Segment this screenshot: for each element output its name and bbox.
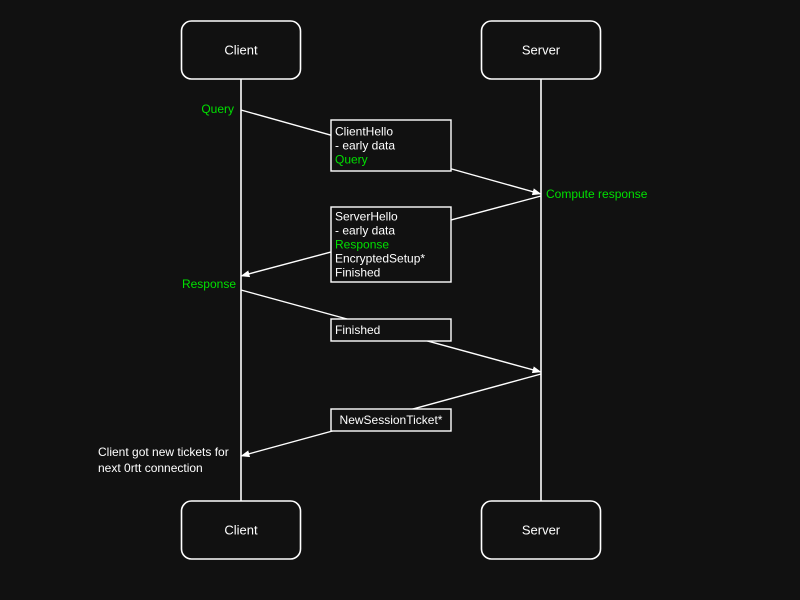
message-line-text: Finished	[335, 323, 380, 337]
message-line-text: ClientHello	[335, 125, 393, 139]
actor-label-server-bottom: Server	[522, 522, 561, 537]
message-line-text: Response	[335, 238, 389, 252]
note-new-tickets-note-line2: next 0rtt connection	[98, 461, 203, 475]
actor-client-top[interactable]: Client	[180, 20, 302, 80]
message-box-frame-new-session-ticket	[330, 408, 452, 432]
message-box-server-hello[interactable]: ServerHello- early dataResponseEncrypted…	[330, 206, 452, 283]
actor-server-bottom[interactable]: Server	[480, 500, 602, 560]
message-line-text: - early data	[335, 224, 395, 238]
actor-label-client-bottom: Client	[224, 522, 258, 537]
actor-box-frame	[480, 20, 602, 80]
message-line-text: EncryptedSetup*	[335, 252, 425, 266]
actor-label-server-top: Server	[522, 42, 561, 57]
message-box-finished[interactable]: Finished	[330, 318, 452, 342]
message-line-text: NewSessionTicket*	[340, 413, 443, 427]
note-response-note: Response	[182, 277, 236, 291]
actor-server-top[interactable]: Server	[480, 20, 602, 80]
message-line-text: Finished	[335, 266, 380, 280]
note-query-note: Query	[201, 102, 234, 116]
message-line-text: ServerHello	[335, 210, 398, 224]
message-line-text: - early data	[335, 139, 395, 153]
message-label-boxes: ClientHello- early dataQueryServerHello-…	[330, 119, 452, 432]
message-box-frame-client-hello	[330, 119, 452, 172]
message-line-text: Query	[335, 153, 368, 167]
message-box-frame-finished	[330, 318, 452, 342]
actor-box-frame	[180, 20, 302, 80]
message-box-frame-server-hello	[330, 206, 452, 283]
actor-box-frame	[480, 500, 602, 560]
actor-label-client-top: Client	[224, 42, 258, 57]
note-compute-response-note: Compute response	[546, 187, 648, 201]
actor-client-bottom[interactable]: Client	[180, 500, 302, 560]
note-new-tickets-note-line1: Client got new tickets for	[98, 445, 229, 459]
actor-box-frame	[180, 500, 302, 560]
message-box-new-session-ticket[interactable]: NewSessionTicket*	[330, 408, 452, 432]
